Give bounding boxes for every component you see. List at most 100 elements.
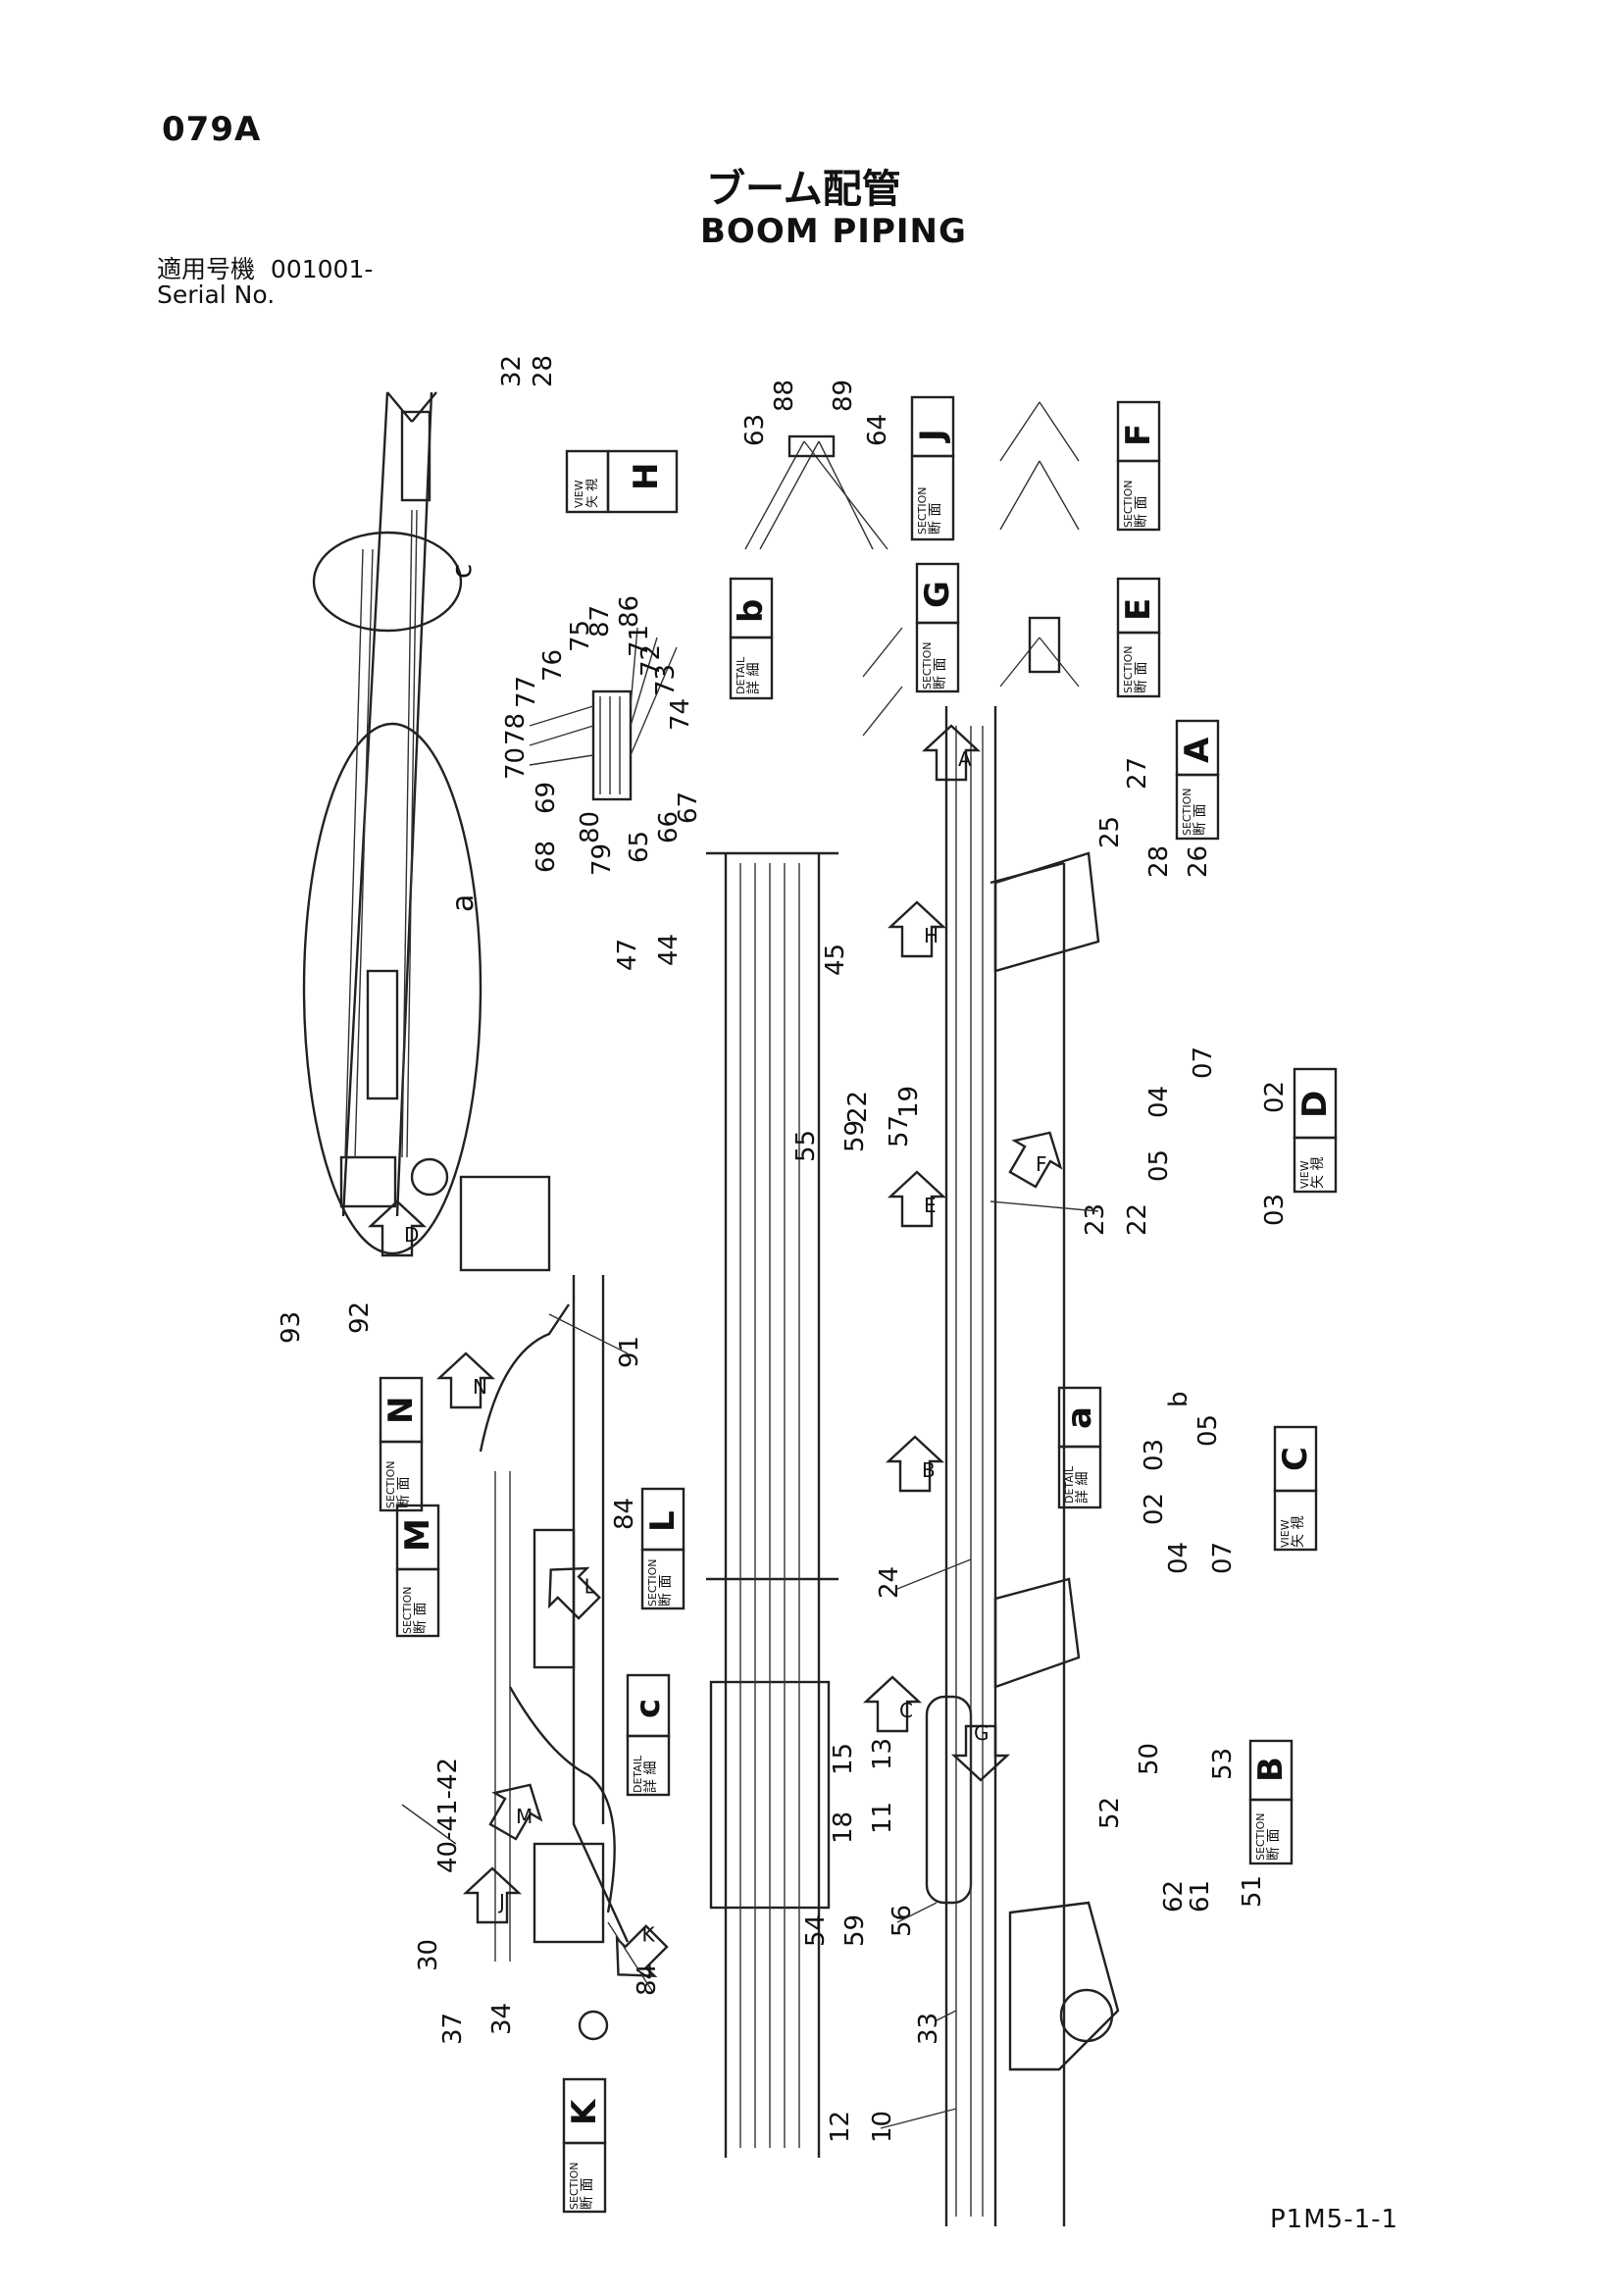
view-M-id: M [398, 1518, 437, 1552]
part-12: 12 [826, 2111, 855, 2143]
part-54: 54 [801, 1914, 831, 1947]
view-L-jp: 断 面 [658, 1575, 674, 1607]
part-68: 68 [532, 841, 561, 873]
view-F-id: F [1119, 424, 1158, 446]
part-70: 70 [501, 747, 531, 780]
callout-c-label: c [445, 564, 478, 579]
part-19: 19 [894, 1086, 924, 1118]
view-J-jp: 断 面 [928, 503, 943, 535]
part-73: 73 [651, 664, 681, 696]
serial-label-jp: 適用号機 [157, 255, 256, 283]
part-04-C: 04 [1164, 1542, 1193, 1574]
part-10: 10 [868, 2111, 897, 2143]
part-27: 27 [1123, 757, 1152, 790]
part-89: 89 [829, 380, 858, 412]
part-15: 15 [829, 1743, 858, 1775]
arrow-N: N [435, 1352, 496, 1409]
view-N-en: SECTION [384, 1461, 397, 1508]
overview-boom: a c [302, 391, 482, 1255]
part-92: 92 [345, 1301, 375, 1334]
part-03-D: 03 [1260, 1194, 1290, 1226]
view-A-jp: 断 面 [1193, 804, 1208, 836]
part-51: 51 [1238, 1875, 1267, 1908]
view-C-en: VIEW [1279, 1519, 1292, 1548]
part-28: 28 [1144, 845, 1174, 878]
arrow-A: A [921, 724, 982, 782]
part-61: 61 [1186, 1880, 1215, 1913]
part-11: 11 [868, 1802, 897, 1834]
part-72: 72 [636, 644, 666, 677]
view-b-en: DETAIL [735, 656, 747, 694]
svg-text:B: B [922, 1458, 936, 1482]
part-77: 77 [512, 676, 541, 708]
part-62: 62 [1159, 1880, 1189, 1913]
svg-text:M: M [516, 1805, 533, 1828]
part-84-top: 84 [610, 1498, 639, 1530]
part-37: 37 [438, 2013, 468, 2045]
view-c-jp: 詳 細 [643, 1761, 659, 1793]
arrow-B: B [885, 1435, 945, 1493]
view-c-en: DETAIL [632, 1755, 644, 1793]
part-32: 32 [497, 355, 527, 387]
view-c-id: c [629, 1699, 668, 1718]
callout-a-label: a [446, 894, 481, 912]
view-H-jp: 矢 視 [585, 479, 600, 508]
arrow-J: J [462, 1866, 523, 1924]
part-03-C: 03 [1140, 1439, 1169, 1471]
arrow-C: C [862, 1675, 923, 1733]
view-D-en: VIEW [1298, 1160, 1311, 1189]
view-K-id: K [565, 2098, 604, 2125]
view-L-id: L [643, 1510, 683, 1532]
part-02-D: 02 [1260, 1081, 1290, 1113]
view-B-jp: 断 面 [1266, 1829, 1282, 1861]
view-J-id: J [913, 429, 952, 443]
part-88: 88 [770, 380, 799, 412]
svg-text:J: J [497, 1890, 505, 1913]
part-24: 24 [875, 1566, 904, 1599]
view-G-id: G [918, 581, 957, 608]
view-b-jp: 詳 細 [746, 663, 762, 694]
view-K-jp: 断 面 [580, 2178, 595, 2210]
callout-a-ellipse [302, 722, 482, 1255]
svg-text:C: C [899, 1699, 913, 1722]
view-E-jp: 断 面 [1134, 662, 1149, 693]
part-33: 33 [914, 2013, 943, 2045]
main-boom-assembly [459, 401, 1120, 2226]
part-59-top: 59 [840, 1120, 870, 1152]
part-79: 79 [587, 843, 617, 876]
view-G-en: SECTION [921, 642, 934, 689]
title-english: BOOM PIPING [700, 212, 967, 251]
leader-lines [401, 1200, 1099, 2129]
title-japanese: ブーム配管 [706, 167, 901, 212]
view-C-jp: 矢 視 [1291, 1516, 1306, 1548]
document-code: P1M5-1-1 [1270, 2205, 1399, 2234]
part-80: 80 [576, 811, 605, 843]
part-87: 87 [585, 605, 615, 638]
part-69: 69 [532, 782, 561, 814]
part-22: 22 [1123, 1203, 1152, 1236]
serial-label-en: Serial No. [157, 281, 276, 309]
direction-arrows: A H F E D N B C [367, 724, 1063, 1978]
view-H-en: VIEW [573, 480, 585, 508]
serial-value: 001001- [270, 255, 374, 283]
view-L-en: SECTION [646, 1559, 659, 1607]
view-A-id: A [1178, 737, 1217, 763]
view-a-jp: 詳 細 [1075, 1472, 1091, 1504]
part-50: 50 [1135, 1743, 1164, 1775]
part-b: b [1164, 1391, 1193, 1407]
svg-text:N: N [473, 1375, 487, 1399]
part-40-41-42: 40-41-42 [433, 1758, 463, 1873]
part-45: 45 [821, 944, 850, 976]
svg-text:L: L [584, 1575, 596, 1599]
part-86: 86 [615, 595, 644, 628]
part-23: 23 [1081, 1203, 1110, 1236]
serial-line-jp: 適用号機 001001- [157, 257, 373, 282]
part-05-D: 05 [1144, 1149, 1174, 1182]
part-71: 71 [625, 625, 654, 657]
arrow-E: E [887, 1170, 947, 1228]
view-boxes: 矢 視 VIEW H 断 面 SECTION J 断 面 SECTION F 断… [379, 395, 1338, 2214]
arrow-M: M [488, 1783, 543, 1841]
view-F-jp: 断 面 [1134, 496, 1149, 528]
part-07-D: 07 [1189, 1046, 1218, 1079]
